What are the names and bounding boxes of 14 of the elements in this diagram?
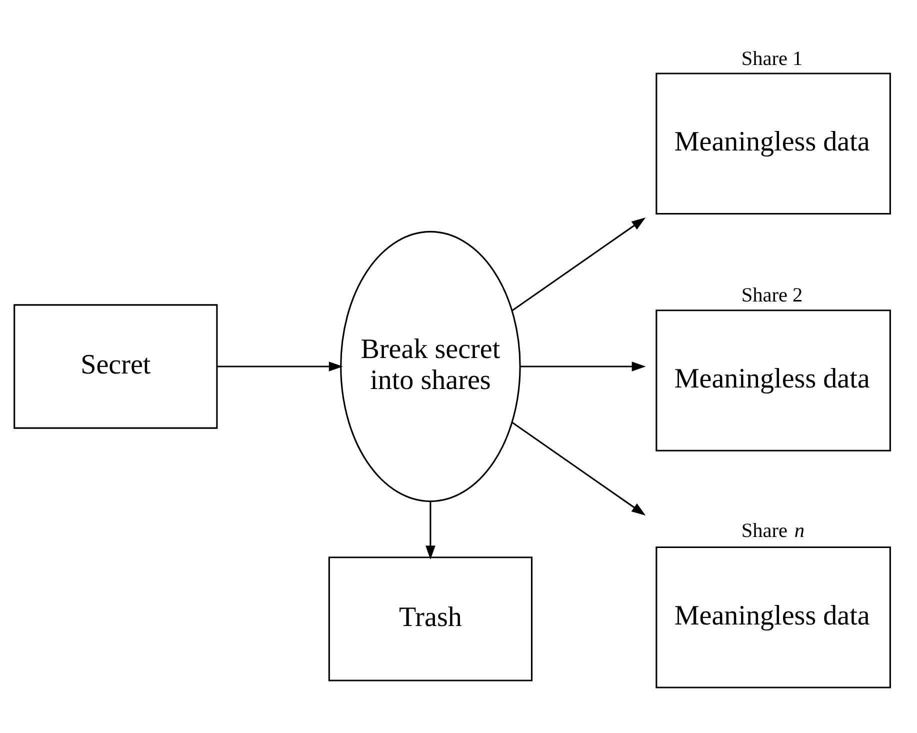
node-box: Meaningless data: [656, 546, 891, 688]
node-label: Share n: [741, 520, 804, 542]
node-box: Meaningless data: [656, 72, 891, 215]
arrow: [512, 218, 646, 312]
arrow: [520, 362, 646, 372]
node-box: Secret: [14, 304, 218, 429]
arrow: [512, 422, 646, 516]
node-box: Meaningless data: [656, 310, 891, 452]
node-box: Trash: [328, 556, 533, 682]
arrow: [426, 501, 436, 560]
arrow: [217, 362, 343, 372]
node-label: Share 2: [741, 284, 803, 307]
node-ellipse: Break secret into shares: [340, 230, 521, 502]
node-label: Share 1: [741, 48, 803, 70]
